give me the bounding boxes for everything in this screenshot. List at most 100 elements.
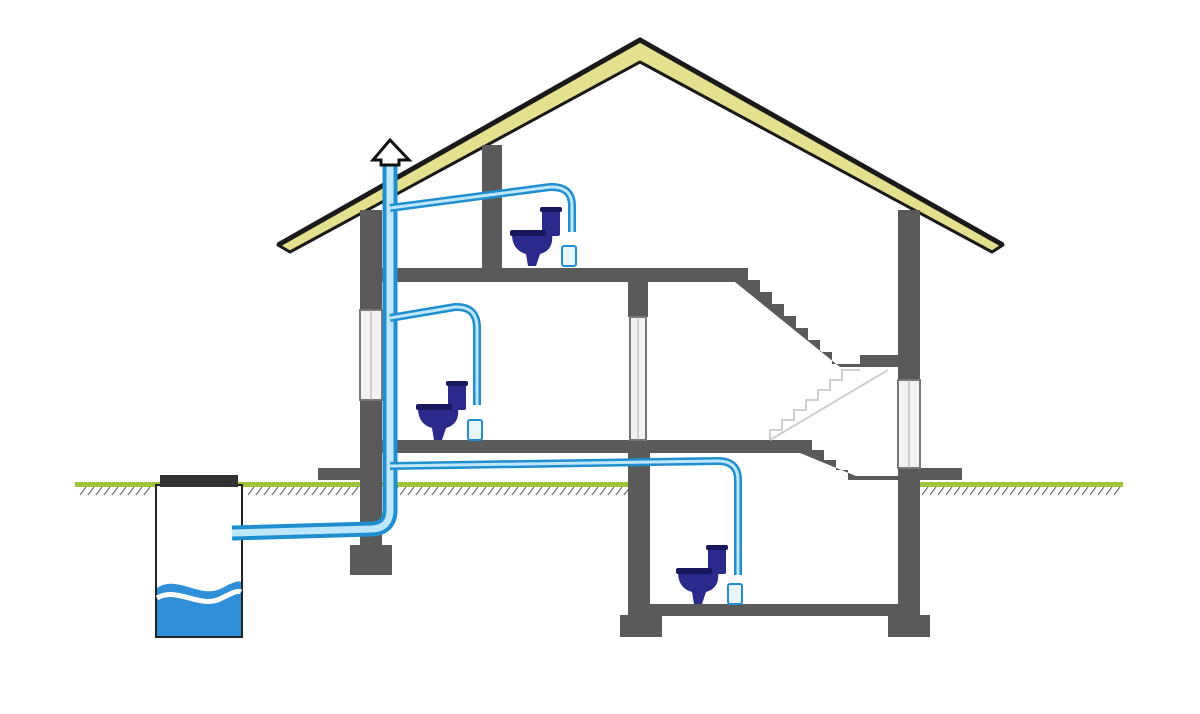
attic-ridge-post	[482, 145, 502, 275]
soil-hatch-mark	[519, 486, 527, 496]
soil-hatch-mark	[455, 486, 463, 496]
basement-drain-pipe	[389, 457, 742, 575]
soil-hatch-mark	[311, 486, 319, 496]
soil-hatch-mark	[143, 486, 151, 496]
soil-hatch-mark	[993, 486, 1001, 496]
soil-hatch-mark	[335, 486, 343, 496]
soil-hatch-mark	[599, 486, 607, 496]
soil-hatch-mark	[263, 486, 271, 496]
soil-hatch-mark	[1065, 486, 1073, 496]
basement-floor-slab	[648, 604, 900, 616]
tank-water-wave	[155, 588, 243, 604]
interior-column-lower	[628, 453, 650, 618]
soil-hatch-mark	[135, 486, 143, 496]
soil-hatch-mark	[607, 486, 615, 496]
macerator-pump-icon	[727, 583, 743, 605]
soil-hatch-mark	[1033, 486, 1041, 496]
soil-hatch-mark	[937, 486, 945, 496]
attic-drain-pipe-highlight	[389, 185, 574, 232]
soil-hatch-mark	[985, 486, 993, 496]
stair-landing	[860, 355, 900, 367]
soil-hatch-mark	[615, 486, 623, 496]
right-wall-lower	[898, 468, 920, 618]
soil-hatch-mark	[327, 486, 335, 496]
ground-floor-drain-pipe-highlight	[389, 305, 479, 405]
left-footing	[350, 545, 392, 575]
upper-stair-flight	[735, 268, 860, 367]
soil-hatch-mark	[551, 486, 559, 496]
soil-hatch-mark	[527, 486, 535, 496]
soil-hatch-mark	[535, 486, 543, 496]
right-footing	[888, 615, 930, 637]
soil-hatch-mark	[1017, 486, 1025, 496]
soil-hatch-mark	[87, 486, 95, 496]
porch-slab-right	[912, 468, 962, 480]
left-wall-lower	[360, 400, 382, 545]
soil-hatch-mark	[1001, 486, 1009, 496]
interior-footing	[620, 615, 662, 637]
soil-hatch-mark	[255, 486, 263, 496]
soil-hatch-mark	[271, 486, 279, 496]
soil-hatch-mark	[1025, 486, 1033, 496]
soil-hatch-mark	[111, 486, 119, 496]
basement-stair-flight	[800, 440, 898, 480]
basement-drain-pipe-highlight	[389, 459, 740, 575]
toilet-icon	[676, 545, 728, 604]
soil-hatching	[79, 486, 1121, 496]
soil-hatch-mark	[1097, 486, 1105, 496]
toilet-basement	[676, 545, 743, 605]
soil-hatch-mark	[279, 486, 287, 496]
toilet-ground-floor	[416, 381, 483, 441]
soil-hatch-mark	[407, 486, 415, 496]
soil-hatch-mark	[295, 486, 303, 496]
roof	[276, 37, 1005, 275]
soil-hatch-mark	[1105, 486, 1113, 496]
soil-hatch-mark	[559, 486, 567, 496]
lower-stair-stringer	[769, 369, 889, 441]
soil-hatch-mark	[969, 486, 977, 496]
soil-hatch-mark	[1113, 486, 1121, 496]
soil-hatch-mark	[495, 486, 503, 496]
septic-tank-lid	[160, 475, 238, 487]
septic-tank	[155, 475, 243, 638]
interior-column-upper	[628, 282, 648, 317]
soil-hatch-mark	[119, 486, 127, 496]
soil-hatch-mark	[953, 486, 961, 496]
windows	[359, 309, 921, 469]
attic-floor-slab	[382, 268, 740, 282]
macerator-pump-icon	[467, 419, 483, 441]
soil-hatch-mark	[319, 486, 327, 496]
soil-hatch-mark	[1049, 486, 1057, 496]
ground-floor-slab	[382, 440, 800, 453]
soil-hatch-mark	[95, 486, 103, 496]
ground-line-mid	[380, 482, 630, 487]
soil-hatch-mark	[423, 486, 431, 496]
macerator-pump-icon	[561, 245, 577, 267]
staircase	[735, 268, 898, 480]
soil-hatch-mark	[945, 486, 953, 496]
soil-hatch-mark	[415, 486, 423, 496]
porch-slab-left	[318, 468, 368, 480]
soil-hatch-mark	[929, 486, 937, 496]
soil-hatch-mark	[127, 486, 135, 496]
soil-hatch-mark	[431, 486, 439, 496]
soil-hatch-mark	[591, 486, 599, 496]
soil-hatch-mark	[447, 486, 455, 496]
soil-hatch-mark	[1009, 486, 1017, 496]
soil-hatch-mark	[575, 486, 583, 496]
soil-hatch-mark	[439, 486, 447, 496]
vent-arrow-icon	[369, 137, 413, 167]
toilet-icon	[416, 381, 468, 440]
toilet-icon	[510, 207, 562, 266]
soil-hatch-mark	[351, 486, 359, 496]
soil-hatch-mark	[479, 486, 487, 496]
soil-hatch-mark	[103, 486, 111, 496]
soil-hatch-mark	[1081, 486, 1089, 496]
left-wall-upper	[360, 210, 382, 310]
soil-hatch-mark	[399, 486, 407, 496]
soil-hatch-mark	[543, 486, 551, 496]
soil-hatch-mark	[1089, 486, 1097, 496]
soil-hatch-mark	[567, 486, 575, 496]
lower-stair-flight-outline	[769, 369, 860, 440]
